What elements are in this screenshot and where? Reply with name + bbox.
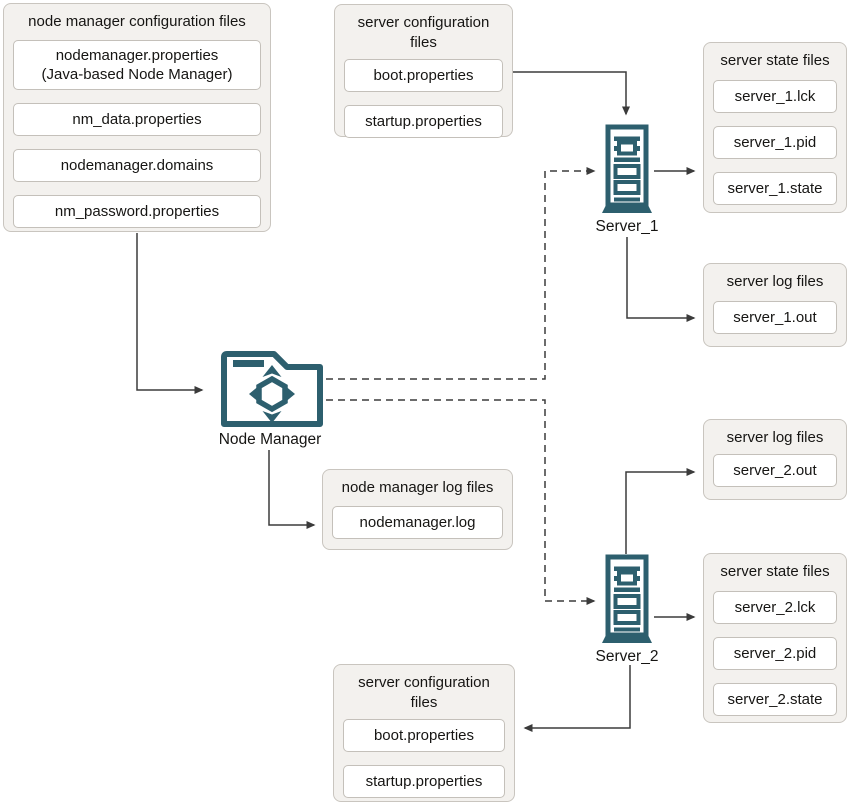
connector-server2-to-serverconfig: [523, 665, 631, 732]
folder-distribute-icon: [221, 351, 323, 427]
file-nodemanager-properties: nodemanager.properties (Java-based Node …: [13, 40, 261, 90]
group-nm-log-files: node manager log files nodemanager.log: [322, 469, 513, 550]
file-nodemanager-domains: nodemanager.domains: [13, 149, 261, 182]
file-server2-out: server_2.out: [713, 454, 837, 487]
server1-label: Server_1: [595, 218, 659, 235]
group-server1-state-files: server state files server_1.lck server_1…: [703, 42, 847, 213]
node-manager-label: Node Manager: [218, 431, 322, 448]
group-server-config-files-bottom: server configuration files boot.properti…: [333, 664, 515, 802]
group-title: server state files: [720, 563, 830, 580]
group-title: server configuration files: [357, 14, 490, 51]
file-boot-properties-2: boot.properties: [343, 719, 505, 752]
group-title: node manager log files: [341, 479, 494, 496]
file-nm-password-properties: nm_password.properties: [13, 195, 261, 228]
file-nodemanager-log: nodemanager.log: [332, 506, 503, 539]
group-title: server log files: [726, 273, 824, 290]
group-title: server state files: [720, 52, 830, 69]
file-server1-out: server_1.out: [713, 301, 837, 334]
group-server1-log-files: server log files server_1.out: [703, 263, 847, 347]
file-boot-properties: boot.properties: [344, 59, 503, 92]
server-tower-icon: [602, 124, 652, 213]
file-server2-state: server_2.state: [713, 683, 837, 716]
connector-nmconfig-to-nodemanager: [136, 233, 204, 394]
file-server1-lck: server_1.lck: [713, 80, 837, 113]
connector-server2-to-logfiles: [625, 468, 696, 554]
file-server2-pid: server_2.pid: [713, 637, 837, 670]
group-title: server configuration files: [358, 674, 490, 711]
connector-nodemanager-to-server1-dashed: [326, 167, 596, 380]
file-server1-pid: server_1.pid: [713, 126, 837, 159]
file-nm-data-properties: nm_data.properties: [13, 103, 261, 136]
file-server1-state: server_1.state: [713, 172, 837, 205]
connector-serverconfig-to-server1: [513, 71, 630, 116]
file-server2-lck: server_2.lck: [713, 591, 837, 624]
connector-nodemanager-to-server2-dashed: [326, 399, 596, 605]
group-title: server log files: [726, 429, 824, 446]
group-nm-config-files: node manager configuration files nodeman…: [3, 3, 271, 232]
group-server-config-files-top: server configuration files boot.properti…: [334, 4, 513, 138]
connector-server1-to-logfiles: [626, 237, 696, 322]
group-title: node manager configuration files: [28, 13, 246, 30]
file-startup-properties: startup.properties: [344, 105, 503, 138]
group-server2-log-files: server log files server_2.out: [703, 419, 847, 500]
server-tower-icon: [602, 554, 652, 643]
connector-nodemanager-to-nmlog: [268, 450, 316, 529]
file-startup-properties-2: startup.properties: [343, 765, 505, 798]
server2-label: Server_2: [595, 648, 659, 665]
group-server2-state-files: server state files server_2.lck server_2…: [703, 553, 847, 723]
